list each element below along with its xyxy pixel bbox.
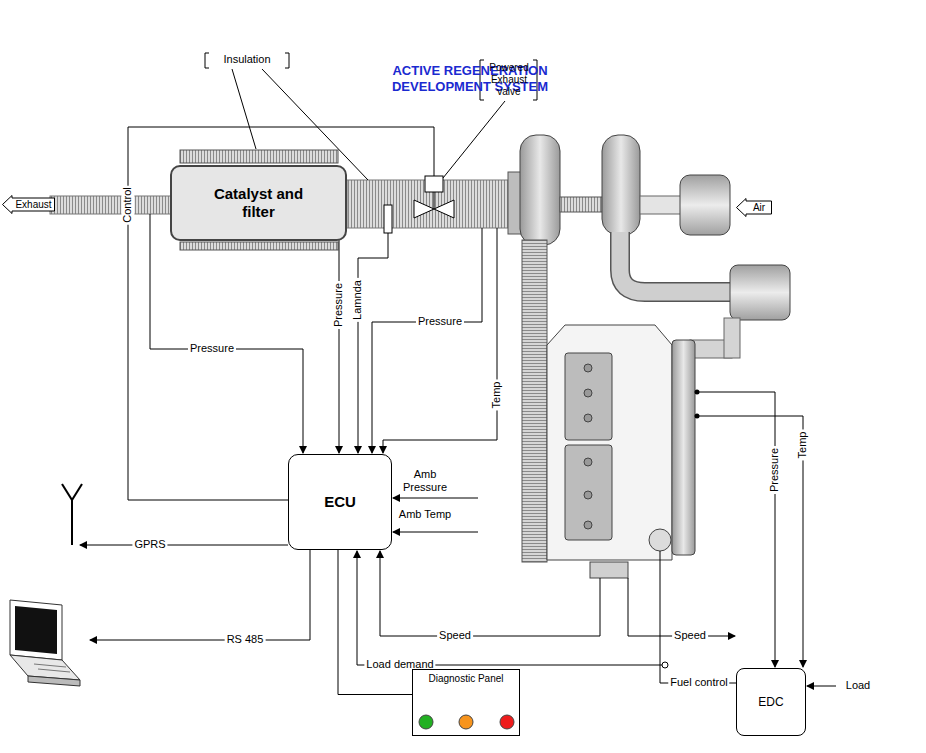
intake-manifold bbox=[672, 340, 695, 555]
node-text: Catalyst and filter bbox=[199, 185, 319, 221]
rocker-cover bbox=[565, 445, 612, 540]
rocker-cover bbox=[565, 353, 612, 440]
air-filter bbox=[680, 175, 730, 235]
signal-label: Amb Temp bbox=[397, 508, 453, 521]
laptop bbox=[10, 600, 80, 686]
signal-label: RS 485 bbox=[225, 633, 266, 646]
insulation-top bbox=[180, 150, 338, 163]
node-text: EDC bbox=[758, 695, 783, 709]
diagram-title: ACTIVE REGENERATION DEVELOPMENT SYSTEM bbox=[370, 63, 570, 94]
green-lamp bbox=[419, 715, 433, 729]
edc-box: EDC bbox=[736, 668, 806, 736]
signal-label: Control bbox=[121, 185, 134, 224]
callout-label: Powered Exhaust valve bbox=[483, 62, 535, 98]
diagnostic-panel: Diagnostic Panel bbox=[412, 669, 520, 736]
fuel-pump bbox=[649, 529, 671, 551]
red-lamp bbox=[500, 715, 514, 729]
air-arrow: Air bbox=[736, 198, 772, 217]
node-text: Diagnostic Panel bbox=[428, 673, 503, 685]
exhaust-manifold bbox=[522, 240, 547, 562]
turbine bbox=[520, 135, 560, 245]
antenna bbox=[62, 484, 82, 545]
turbo-shaft bbox=[560, 197, 602, 212]
signal-label: Speed bbox=[437, 629, 473, 642]
signal-label: Speed bbox=[672, 629, 708, 642]
lambda-sensor bbox=[384, 205, 392, 233]
engine-block bbox=[547, 325, 672, 560]
exhaust-arrow: Exhaust bbox=[2, 195, 55, 214]
node-text: Exhaust bbox=[15, 199, 51, 211]
signal-label: Pressure bbox=[768, 446, 781, 494]
signal-label: Load bbox=[846, 679, 870, 692]
signal-label: GPRS bbox=[132, 538, 167, 551]
valve-symbol bbox=[414, 200, 454, 218]
tailpipe bbox=[50, 196, 172, 214]
ecu-box: ECU bbox=[288, 454, 392, 550]
charge-pipe bbox=[620, 232, 732, 292]
callout-label: Insulation bbox=[223, 53, 270, 66]
signal-label: Pressure bbox=[416, 315, 464, 328]
insulation-bottom bbox=[180, 242, 338, 250]
catalyst-filter-box: Catalyst and filter bbox=[170, 165, 347, 241]
orange-lamp bbox=[459, 715, 473, 729]
signal-label: Pressure bbox=[188, 342, 236, 355]
valve-actuator bbox=[425, 176, 443, 192]
signal-label: Fuel control bbox=[668, 676, 729, 689]
flywheel bbox=[590, 562, 628, 578]
node-text: Air bbox=[753, 202, 765, 214]
signal-label: Temp bbox=[796, 430, 809, 461]
signal-label: Amb Pressure bbox=[397, 468, 453, 494]
node-text: ECU bbox=[324, 493, 356, 511]
signal-label: Temp bbox=[490, 380, 503, 411]
signal-label: Lamnda bbox=[351, 278, 364, 322]
connector bbox=[338, 550, 412, 695]
signal-label: Pressure bbox=[332, 281, 345, 329]
compressor bbox=[602, 135, 640, 235]
intercooler bbox=[730, 265, 790, 320]
intake-pipe bbox=[640, 196, 682, 214]
